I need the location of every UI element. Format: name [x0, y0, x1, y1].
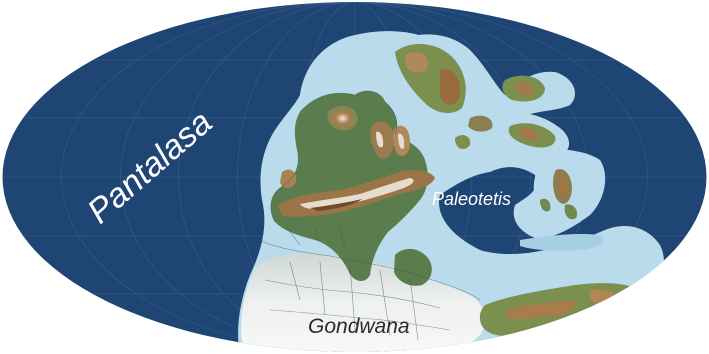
- mountain-belt: [278, 170, 435, 217]
- southeast-arc-land: [479, 233, 644, 337]
- label-gondwana: Gondwana: [308, 315, 410, 338]
- northern-highlands: [280, 105, 410, 188]
- eastern-islands: [540, 169, 578, 220]
- northern-islands: [395, 44, 556, 150]
- coastlines: [259, 90, 481, 341]
- label-paleotetis: Paleotetis: [432, 189, 511, 209]
